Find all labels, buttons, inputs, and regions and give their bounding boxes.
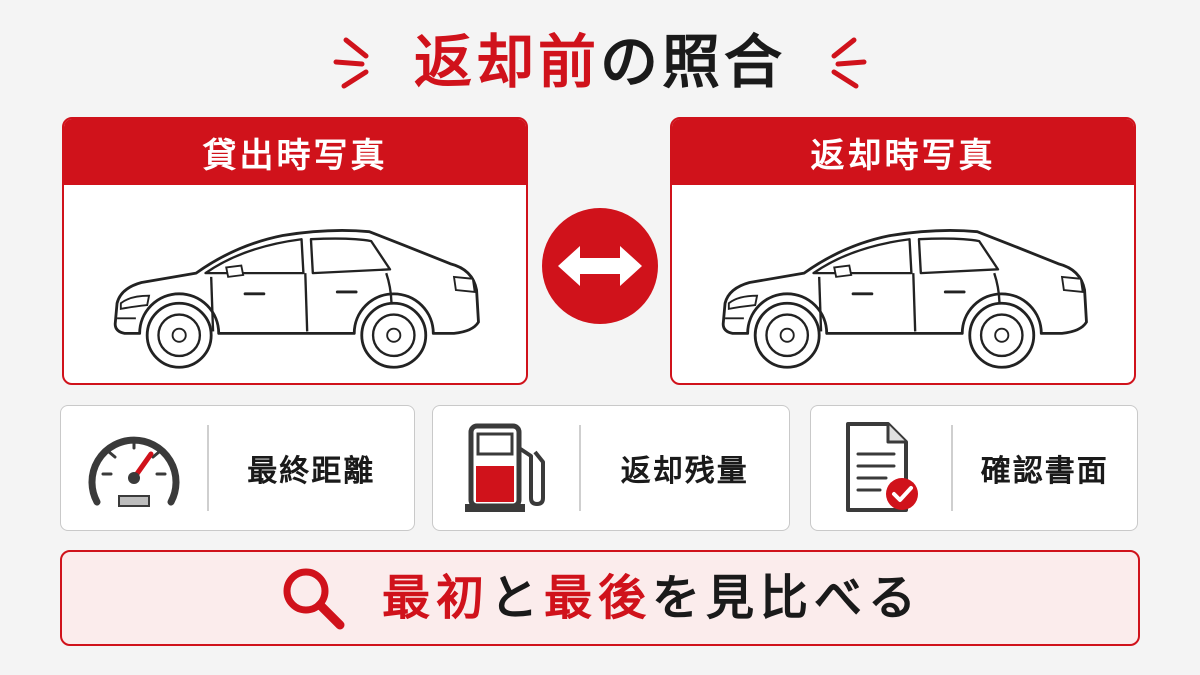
final-mileage-card: 最終距離 xyxy=(60,405,415,531)
car-icon xyxy=(113,229,480,369)
return-photo-panel: 返却時写真 xyxy=(670,117,1136,385)
return-photo-header: 返却時写真 xyxy=(672,119,1134,185)
compare-arrow-icon xyxy=(542,208,658,324)
title-rest: の照合 xyxy=(600,28,787,96)
emphasis-burst-right-icon xyxy=(831,37,867,89)
compare-banner: 最初と最後を見比べる xyxy=(60,550,1140,646)
document-check-icon xyxy=(846,422,918,512)
fuel-remaining-card: 返却残量 xyxy=(432,405,790,531)
fuel-pump-icon xyxy=(465,423,545,512)
banner-last: 最後 xyxy=(544,570,653,626)
emphasis-burst-left-icon xyxy=(333,37,369,89)
confirmation-document-label: 確認書面 xyxy=(980,454,1109,489)
page-title: 返却前の照合 xyxy=(0,22,1200,102)
final-mileage-label: 最終距離 xyxy=(247,454,376,489)
confirmation-document-card: 確認書面 xyxy=(810,405,1138,531)
title-highlight: 返却前 xyxy=(413,28,600,96)
rental-photo-panel: 貸出時写真 xyxy=(62,117,528,385)
banner-first: 最初 xyxy=(381,570,490,626)
banner-compare: を見比べる xyxy=(652,570,923,626)
banner-and: と xyxy=(489,570,544,626)
rental-photo-header: 貸出時写真 xyxy=(64,119,526,185)
car-icon xyxy=(721,229,1088,369)
fuel-remaining-label: 返却残量 xyxy=(620,454,749,489)
magnifier-icon xyxy=(283,568,345,630)
speedometer-icon xyxy=(88,436,180,507)
